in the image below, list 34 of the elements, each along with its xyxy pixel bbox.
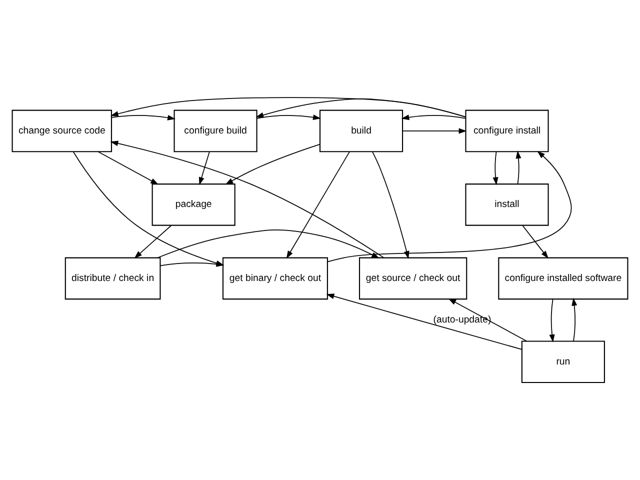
node-box: configure build bbox=[174, 110, 258, 152]
arrow bbox=[326, 294, 522, 350]
arrow bbox=[402, 128, 467, 134]
node-box: package bbox=[152, 184, 236, 226]
arrow bbox=[225, 144, 320, 185]
arrow bbox=[522, 225, 548, 259]
arrow bbox=[256, 98, 466, 118]
arrow bbox=[492, 151, 498, 186]
arrow bbox=[198, 151, 210, 186]
node-box: build bbox=[319, 110, 404, 152]
node-box: get source / check out bbox=[358, 257, 468, 300]
node-box: run bbox=[521, 340, 605, 384]
arrow bbox=[327, 150, 572, 262]
arrow bbox=[572, 298, 578, 342]
node-box: configure installed software bbox=[498, 257, 628, 300]
arrow bbox=[111, 114, 176, 120]
arrow bbox=[401, 114, 466, 120]
arrow bbox=[549, 298, 555, 342]
arrow bbox=[98, 151, 159, 185]
edge-label: (auto-update) bbox=[433, 314, 492, 326]
arrow bbox=[134, 225, 172, 259]
arrow bbox=[372, 151, 410, 259]
node-box: distribute / check in bbox=[64, 257, 161, 300]
node-box: install bbox=[465, 184, 549, 226]
arrow bbox=[448, 298, 528, 342]
arrow bbox=[516, 150, 522, 184]
arrow bbox=[110, 140, 384, 258]
node-box: configure install bbox=[465, 110, 549, 152]
node-box: get binary / check out bbox=[222, 257, 328, 300]
arrow bbox=[256, 114, 321, 120]
arrow bbox=[157, 230, 380, 258]
node-box: change source code bbox=[12, 110, 112, 152]
arrow bbox=[286, 151, 350, 259]
arrow bbox=[110, 97, 466, 118]
